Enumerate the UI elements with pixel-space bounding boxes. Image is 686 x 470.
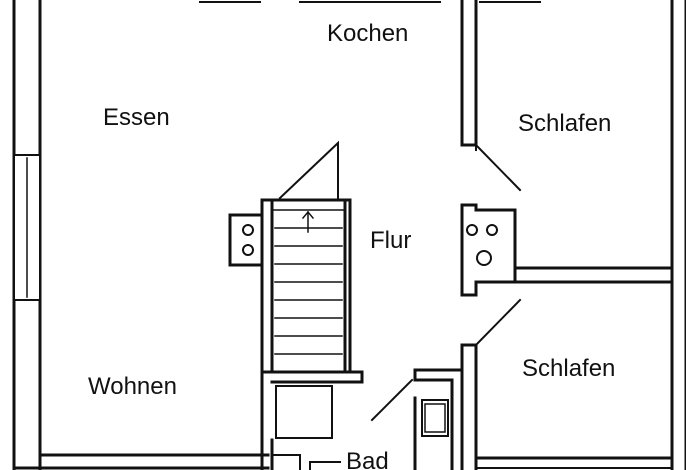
chimney-left — [228, 213, 264, 267]
south-wall-living — [12, 453, 270, 470]
door-swing-stairs — [278, 140, 339, 200]
bathroom-east-wall — [413, 368, 464, 470]
wall-kitchen-bedroom — [460, 0, 478, 147]
west-wall — [12, 0, 42, 470]
east-wall — [670, 0, 686, 470]
wall-between-bedrooms — [474, 266, 674, 284]
room-label-wohnen: Wohnen — [88, 373, 177, 400]
room-label-flur: Flur — [370, 227, 412, 254]
wall-bedroom-2 — [460, 343, 674, 470]
staircase — [260, 198, 352, 470]
door-swing-bedroom-2 — [474, 298, 522, 347]
room-label-bad: Bad — [346, 448, 389, 470]
door-swing-bathroom — [370, 378, 414, 422]
door-swing-bedroom-1 — [474, 143, 522, 192]
room-label-schlafen-1: Schlafen — [518, 110, 612, 137]
room-label-schlafen-2: Schlafen — [522, 355, 616, 382]
room-label-kochen: Kochen — [327, 20, 409, 47]
room-label-essen: Essen — [103, 104, 170, 131]
bathroom-walls — [260, 370, 364, 470]
chimney-right — [460, 203, 517, 297]
